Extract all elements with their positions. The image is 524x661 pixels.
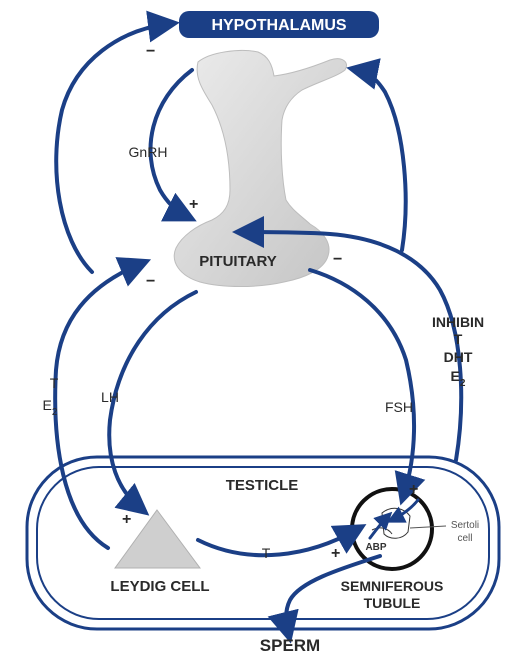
pituitary-gland: PITUITARY [174,50,346,286]
fsh-arrow [310,270,414,494]
tubule-plus-top-sign: + [409,481,418,498]
inhibin-label: INHIBIN [432,314,484,330]
tubule-plus-left-sign: + [331,545,340,562]
dht-label: DHT [444,349,473,365]
lh-label: LH [101,389,119,405]
seminiferous-label-line2: TUBULE [364,595,421,611]
hypothalamus-banner: HYPOTHALAMUS [179,11,379,38]
leydig-plus-sign: + [122,511,131,528]
sperm-arrow [286,556,380,632]
pituitary-label: PITUITARY [199,253,277,270]
lh-arrow [109,292,196,508]
left-t-label: T [50,375,59,391]
sperm-label: SPERM [260,636,320,655]
hypothalamus-label: HYPOTHALAMUS [211,17,346,34]
t-e2-to-pituitary-arrow [55,264,140,548]
inhibin-t-label: T [454,331,463,347]
abp-label: ABP [365,542,386,553]
right-loop-to-hypothalamus-arrow [358,70,406,250]
gnrh-plus-sign: + [189,196,198,213]
seminiferous-label-line1: SEMNIFEROUS [341,578,444,594]
testicle-label: TESTICLE [226,477,299,494]
testosterone-label: T [262,545,271,561]
pituitary-left-minus-sign: − [146,273,155,290]
hypothalamus-minus-sign: − [146,43,155,60]
right-e2-label: E2 [451,368,466,389]
sertoli-label-line1: Sertoli [451,520,479,531]
gnrh-label: GnRH [129,144,168,160]
fsh-label: FSH [385,399,413,415]
sertoli-label-line2: cell [457,533,472,544]
pituitary-right-minus-sign: − [333,251,342,268]
right-feedback-hormones: INHIBIN T DHT E2 [432,314,484,389]
pituitary-shape [174,50,346,286]
leydig-cell-label: LEYDIG CELL [110,578,209,595]
gnrh-arrow [150,70,192,216]
